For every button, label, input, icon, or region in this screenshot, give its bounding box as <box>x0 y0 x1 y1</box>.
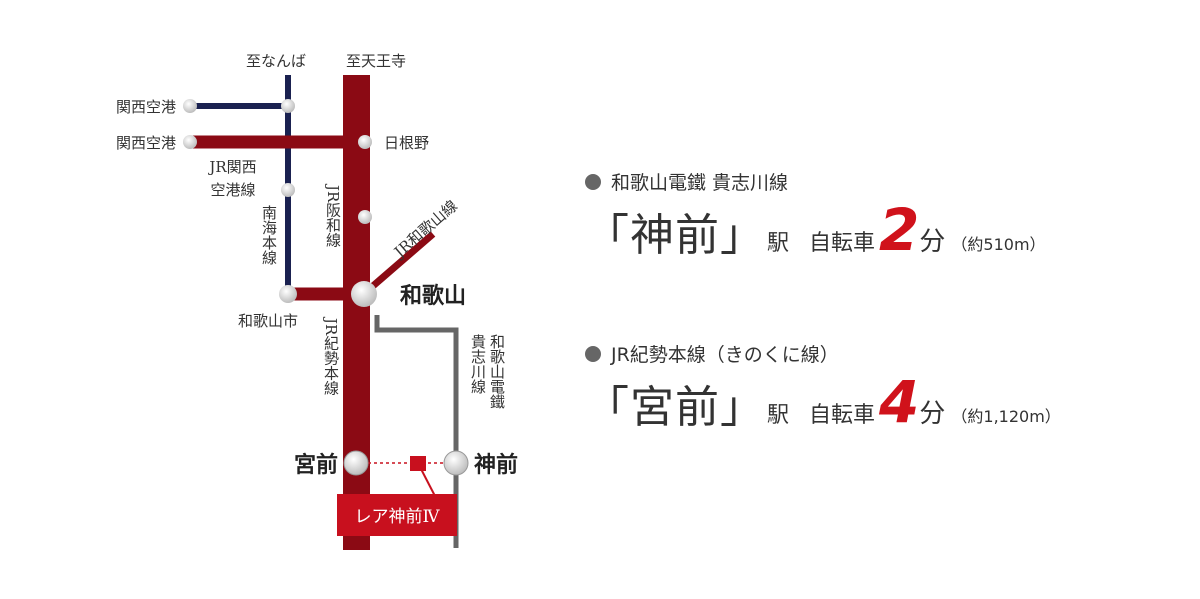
label-wakayama: 和歌山 <box>400 283 466 309</box>
station-kansai-airport-jr <box>183 135 197 149</box>
bullet-dot-icon <box>585 345 601 362</box>
label-kansai-airport-2: 関西空港 <box>116 134 176 152</box>
travel-minutes: 2 <box>879 196 920 264</box>
station-hanwa-mid <box>358 210 372 224</box>
label-jr-wakayama-line: JR和歌山線 <box>389 197 461 263</box>
info-block-miyamae: JR紀勢本線（きのくに線） 「宮前」 駅 自転車 4 分 （約1,120m） <box>585 340 1061 431</box>
access-row: 「神前」 駅 自転車 2 分 （約510m） <box>585 201 1046 259</box>
station-nankai-mid <box>281 183 295 197</box>
access-row: 「宮前」 駅 自転車 4 分 （約1,120m） <box>585 373 1061 431</box>
station-hineno <box>358 135 372 149</box>
line-name: 和歌山電鐵 貴志川線 <box>611 172 789 194</box>
property-marker <box>410 456 426 471</box>
label-kishigawa-line-2: 貴志川線 <box>469 334 487 394</box>
kishigawa-line <box>374 315 459 548</box>
label-kishigawa-line-1: 和歌山電鐵 <box>488 334 506 410</box>
minutes-unit: 分 <box>919 399 946 429</box>
info-line-title: JR紀勢本線（きのくに線） <box>585 340 1061 367</box>
travel-mode: 自転車 <box>809 403 876 428</box>
label-tennoji: 至天王寺 <box>346 52 406 70</box>
label-kansai-airport-1: 関西空港 <box>116 98 176 116</box>
property-label: レア神前Ⅳ <box>355 507 441 527</box>
station-suffix: 駅 <box>767 403 790 428</box>
label-kozaki: 神前 <box>474 452 518 478</box>
property-label-box <box>337 494 457 536</box>
info-block-kozaki: 和歌山電鐵 貴志川線 「神前」 駅 自転車 2 分 （約510m） <box>585 168 1046 259</box>
station-wakayama <box>351 281 377 307</box>
distance: （約510m） <box>951 235 1046 254</box>
label-nankai-main-line: 南海本線 <box>260 205 278 265</box>
label-hineno: 日根野 <box>384 134 429 152</box>
line-name: JR紀勢本線（きのくに線） <box>611 344 839 366</box>
info-line-title: 和歌山電鐵 貴志川線 <box>585 168 1046 195</box>
station-miyamae <box>343 450 369 476</box>
station-suffix: 駅 <box>767 231 790 256</box>
station-kansai-airport-nankai <box>183 99 197 113</box>
station-junction-nankai <box>281 99 295 113</box>
label-jr-kansai-airport-line-1: JR関西 <box>207 158 256 176</box>
station-wakayamashi <box>279 285 297 303</box>
minutes-unit: 分 <box>919 227 946 257</box>
property-pointer <box>419 466 437 499</box>
label-jr-kisei-line: JR紀勢本線 <box>322 316 340 396</box>
label-miyamae: 宮前 <box>294 452 338 478</box>
travel-mode: 自転車 <box>809 231 876 256</box>
distance: （約1,120m） <box>951 407 1061 426</box>
station-name: 「宮前」 <box>585 382 765 433</box>
station-kozaki <box>443 450 469 476</box>
label-jr-hanwa-line: JR阪和線 <box>324 183 342 248</box>
label-wakayamashi: 和歌山市 <box>238 312 298 330</box>
travel-minutes: 4 <box>879 368 920 436</box>
route-map: レア神前Ⅳ 至なんば 至天王寺 関西空港 関西空港 日根野 JR関西 空港線 南… <box>116 52 518 550</box>
label-namba: 至なんば <box>246 52 306 70</box>
station-name: 「神前」 <box>585 210 765 261</box>
jr-wakayama-line <box>363 231 436 295</box>
label-jr-kansai-airport-line-2: 空港線 <box>210 181 255 199</box>
bullet-dot-icon <box>585 173 601 190</box>
